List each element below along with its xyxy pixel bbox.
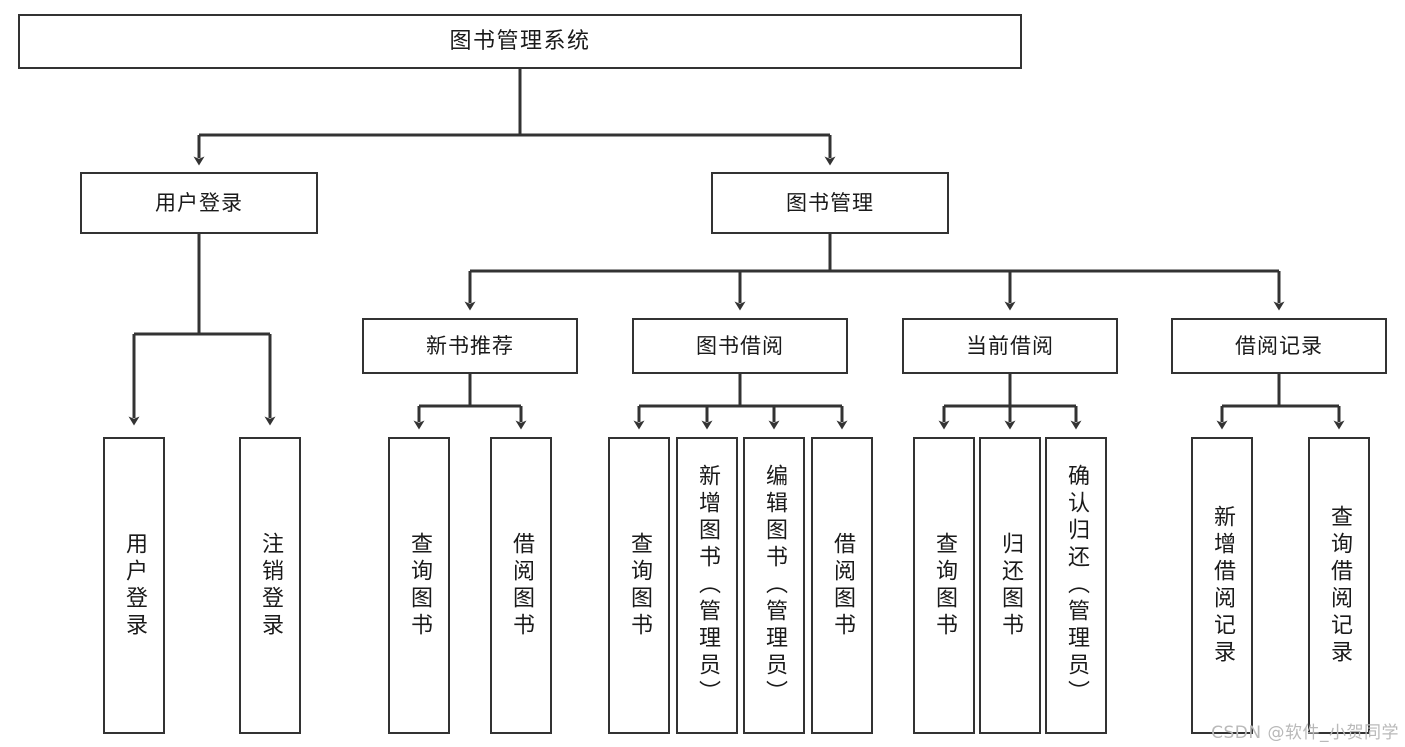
leaf-add-borrow-record[interactable]: 新增借阅记录	[1191, 437, 1253, 734]
node-label: 查询图书	[932, 531, 957, 640]
node-book-management[interactable]: 图书管理	[711, 172, 949, 234]
node-label: 确认归还（管理员）	[1064, 464, 1089, 707]
node-label: 新增图书（管理员）	[695, 464, 720, 707]
node-label: 查询图书	[407, 531, 432, 640]
node-label: 新增借阅记录	[1210, 504, 1235, 667]
leaf-borrow-book[interactable]: 借阅图书	[811, 437, 873, 734]
leaf-add-book-admin[interactable]: 新增图书（管理员）	[676, 437, 738, 734]
node-label: 用户登录	[155, 190, 243, 215]
node-label: 查询图书	[627, 531, 652, 640]
node-user-login[interactable]: 用户登录	[80, 172, 318, 234]
node-label: 当前借阅	[966, 333, 1054, 358]
node-label: 借阅记录	[1235, 333, 1323, 358]
node-label: 查询借阅记录	[1327, 504, 1352, 667]
node-label: 用户登录	[122, 531, 147, 640]
node-label: 图书管理系统	[449, 28, 591, 54]
leaf-logout[interactable]: 注销登录	[239, 437, 301, 734]
leaf-query-book-current[interactable]: 查询图书	[913, 437, 975, 734]
node-root-system[interactable]: 图书管理系统	[18, 14, 1022, 69]
node-label: 图书借阅	[696, 333, 784, 358]
node-label: 编辑图书（管理员）	[762, 464, 787, 707]
node-label: 借阅图书	[830, 531, 855, 640]
node-book-borrow[interactable]: 图书借阅	[632, 318, 848, 374]
node-label: 归还图书	[998, 531, 1023, 640]
leaf-borrow-book-recommend[interactable]: 借阅图书	[490, 437, 552, 734]
leaf-confirm-return-admin[interactable]: 确认归还（管理员）	[1045, 437, 1107, 734]
leaf-user-login[interactable]: 用户登录	[103, 437, 165, 734]
leaf-query-borrow-record[interactable]: 查询借阅记录	[1308, 437, 1370, 734]
node-label: 借阅图书	[509, 531, 534, 640]
leaf-query-book-borrow[interactable]: 查询图书	[608, 437, 670, 734]
node-label: 图书管理	[786, 190, 874, 215]
node-current-borrow[interactable]: 当前借阅	[902, 318, 1118, 374]
node-label: 注销登录	[258, 531, 283, 640]
node-label: 新书推荐	[426, 333, 514, 358]
leaf-edit-book-admin[interactable]: 编辑图书（管理员）	[743, 437, 805, 734]
leaf-return-book[interactable]: 归还图书	[979, 437, 1041, 734]
node-new-book-recommend[interactable]: 新书推荐	[362, 318, 578, 374]
leaf-query-book-recommend[interactable]: 查询图书	[388, 437, 450, 734]
node-borrow-records[interactable]: 借阅记录	[1171, 318, 1387, 374]
csdn-watermark: CSDN @软件_小贺同学	[1211, 723, 1399, 743]
